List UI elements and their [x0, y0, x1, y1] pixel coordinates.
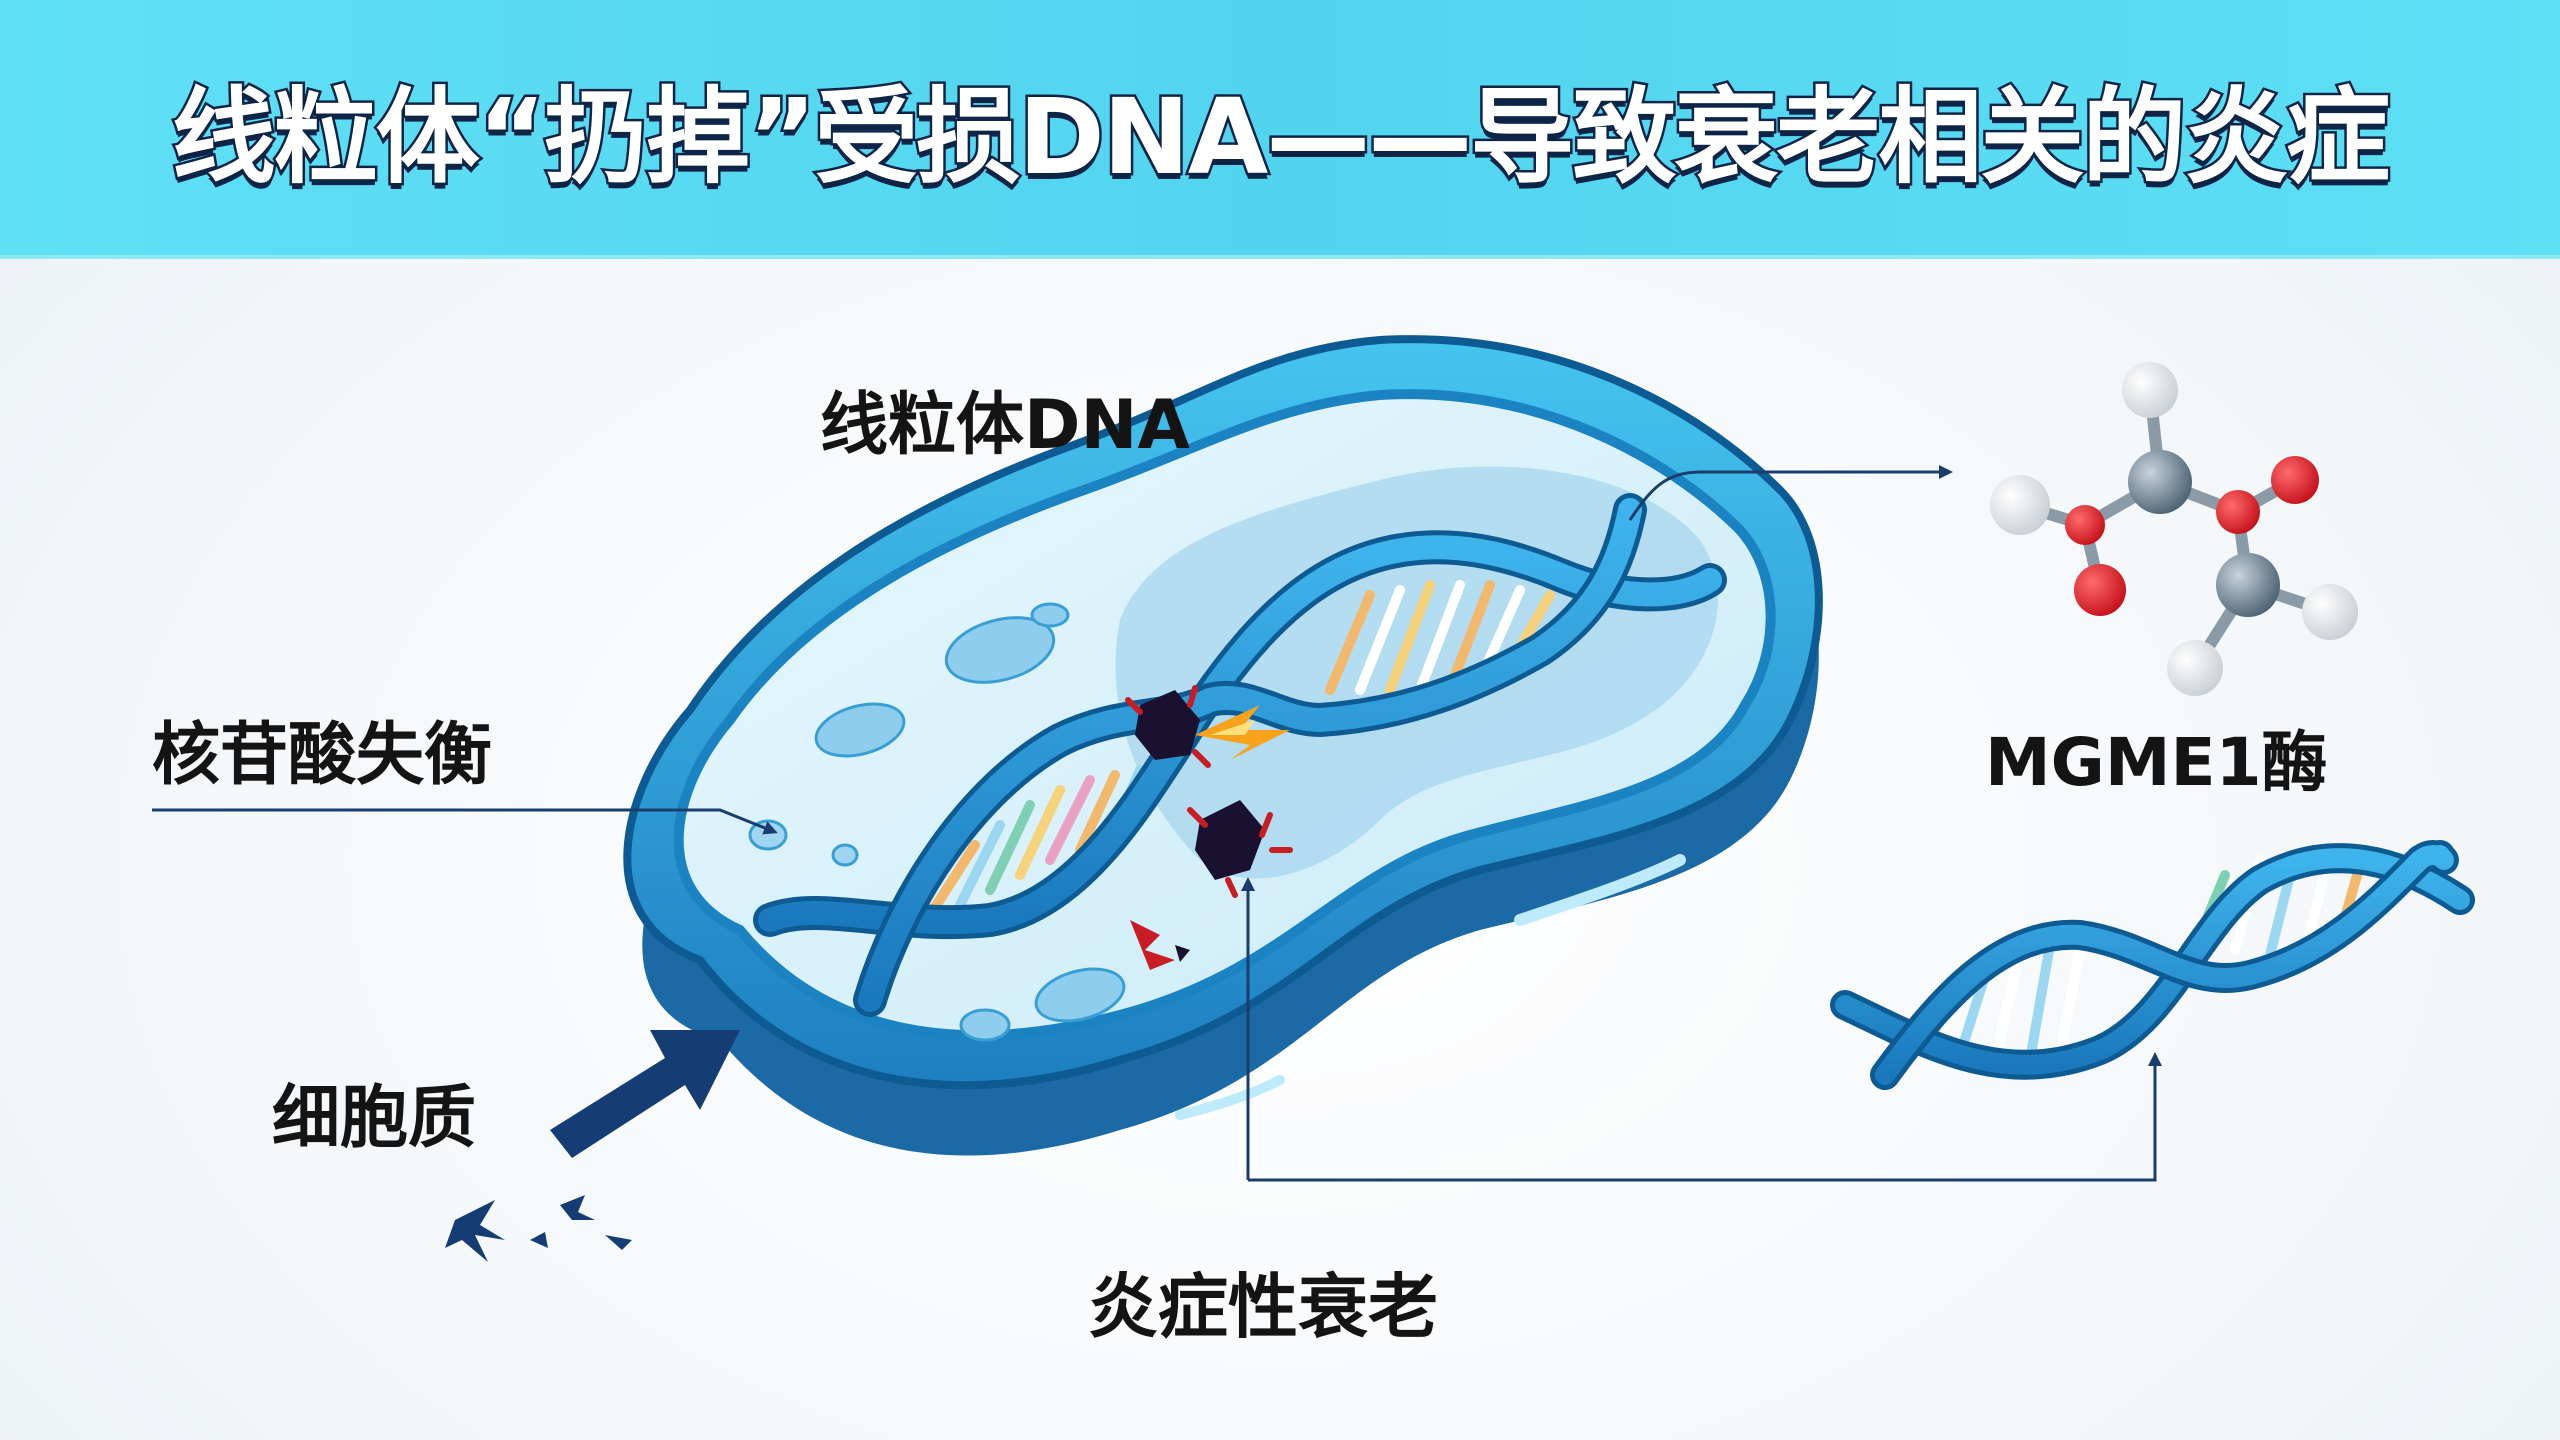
hydrogen-atom: [1990, 475, 2050, 535]
hydrogen-atom: [2167, 640, 2223, 696]
membrane-highlight: [1175, 1075, 1285, 1120]
big-arrow-icon: [550, 1030, 740, 1158]
connectors: [152, 465, 2162, 1182]
vesicle: [831, 843, 859, 867]
vesicle: [1034, 967, 1126, 1023]
page-title: 线粒体“扔掉”受损DNA——导致衰老相关的炎症: [169, 74, 2393, 201]
oxygen-atom: [2074, 564, 2126, 616]
carbon-atom: [2128, 450, 2192, 514]
hydrogen-atom: [2122, 362, 2178, 418]
label-mgme1-enzyme: MGME1酶: [1985, 724, 2328, 801]
dna-fragment-icon: [445, 1195, 632, 1262]
base-pairs: [925, 580, 1585, 920]
mitochondrion: [623, 335, 1823, 1156]
vesicle: [1030, 602, 1070, 628]
dna-break-icon: [1125, 685, 1290, 768]
connector-mgme1: [1628, 465, 1953, 521]
vesicle: [814, 702, 906, 758]
label-nucleotide-imbalance: 核苷酸失衡: [152, 716, 493, 795]
oxygen-atom: [2065, 505, 2105, 545]
membrane-highlight: [1514, 854, 1686, 926]
dna-strand: [858, 498, 1642, 1012]
connector-to-repaired-dna: [1248, 1052, 2162, 1182]
connector-nucleotide: [152, 808, 778, 835]
dna-break-icon: [1187, 800, 1293, 898]
dna-strand: [758, 535, 1722, 935]
carbon-atom: [2216, 553, 2280, 617]
vesicle: [944, 616, 1056, 684]
label-cytoplasm: 细胞质: [272, 1079, 477, 1158]
title-banner: [0, 0, 2560, 259]
vesicle: [959, 1008, 1011, 1042]
damaged-mtdna-helix: [753, 493, 1727, 1017]
oxygen-atom: [2271, 456, 2319, 504]
hydrogen-atom: [2302, 584, 2358, 640]
healthy-dna-helix: [1830, 840, 2475, 1090]
label-mitochondrial-dna: 线粒体DNA: [820, 386, 1190, 465]
dna-fragment-icon: [1130, 920, 1190, 970]
label-inflammaging: 炎症性衰老: [1088, 1266, 1438, 1348]
oxygen-atom: [2216, 490, 2260, 534]
mgme1-molecule-icon: [1990, 362, 2358, 696]
dna-strand: [1875, 845, 2454, 1085]
